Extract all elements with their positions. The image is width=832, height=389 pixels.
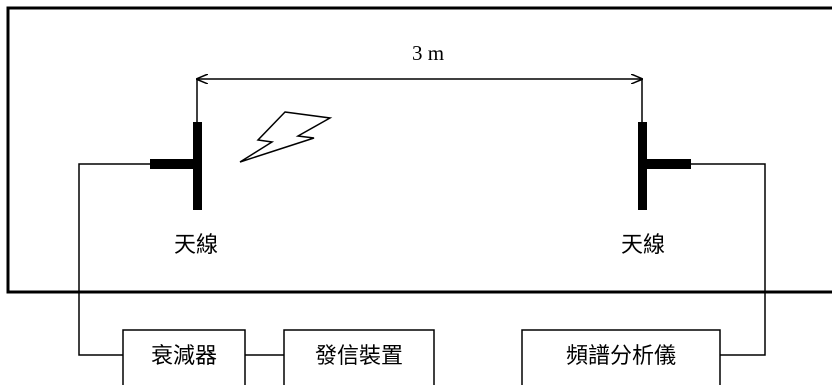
cable-left — [78, 163, 150, 356]
lightning-bolt-icon — [239, 111, 333, 163]
transmitter-box — [283, 329, 435, 389]
spectrum-analyzer-box — [521, 329, 721, 389]
antenna-left-label: 天線 — [174, 233, 218, 258]
antenna-right-label: 天線 — [621, 233, 665, 258]
transmitter-label: 發信裝置 — [315, 344, 403, 369]
attenuator-box — [122, 329, 246, 389]
attenuator-label: 衰減器 — [151, 344, 217, 369]
spectrum-analyzer-label: 頻譜分析儀 — [566, 344, 676, 369]
antenna-right — [638, 122, 691, 210]
antenna-left — [150, 122, 202, 210]
cable-right — [691, 163, 766, 356]
distance-label: 3 m — [412, 41, 444, 65]
test-chamber-outline — [6, 6, 832, 294]
